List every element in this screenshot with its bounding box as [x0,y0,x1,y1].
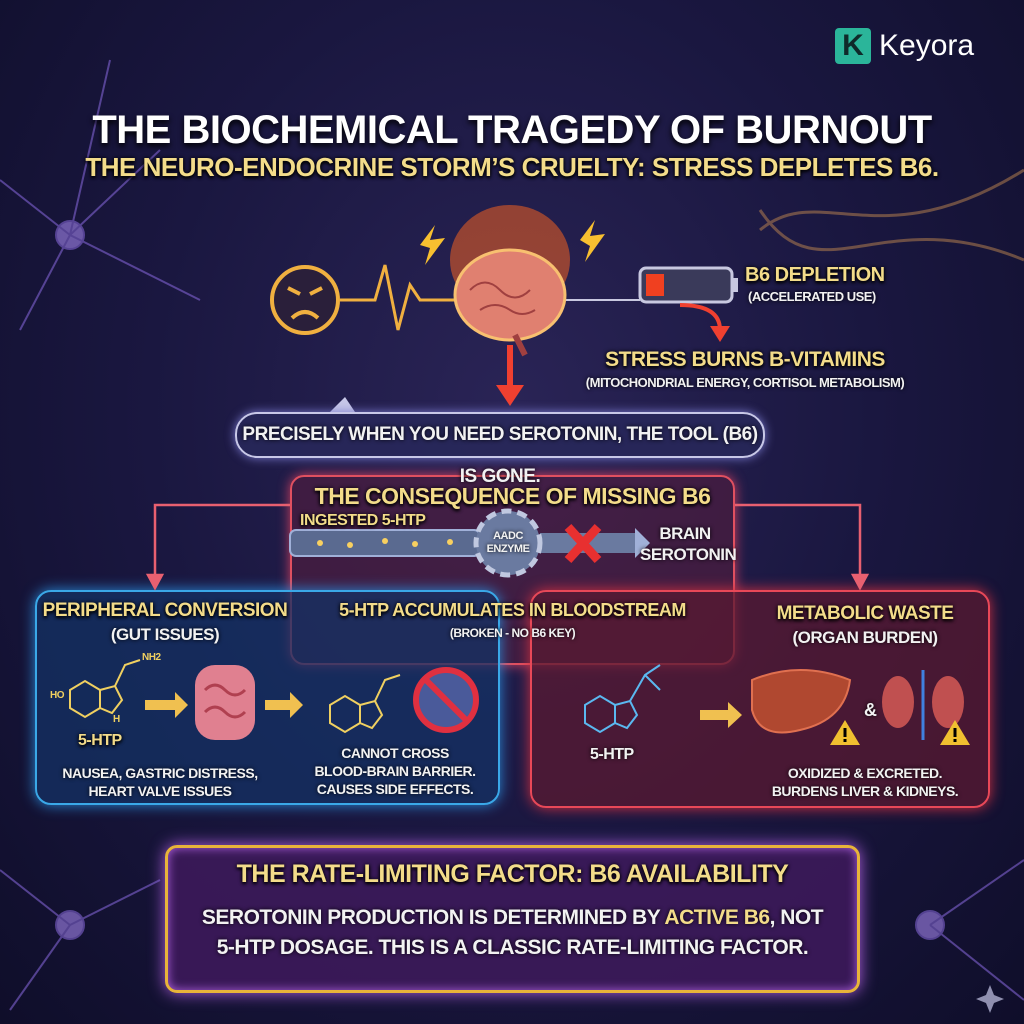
logo-mark: K [835,28,871,64]
logo: K Keyora [835,28,974,64]
blocked-x-icon [564,523,602,564]
accumulates-label: 5-HTP Accumulates in Bloodstream [339,600,686,620]
ingested-label: Ingested 5-HTP [300,512,426,529]
chem-h: H [113,714,120,725]
arrow-right-icon [700,702,742,728]
molecule-5htp-icon [584,664,661,734]
molecule-5htp-icon [69,659,141,719]
broken-label: (Broken - No B6 Key) [449,626,576,640]
page-title: The Biochemical Tragedy of Burnout [92,108,932,152]
enzyme-line: AADC [493,530,523,542]
lightning-icon [420,225,445,265]
rate-line: 5-HTP dosage. This is a classic rate-lim… [216,936,809,959]
peripheral-title: Peripheral Conversion [42,600,288,621]
logo-text: Keyora [879,29,975,62]
speech-bubble: Precisely when you need serotonin, the t… [235,412,765,487]
barrier-line: Causes Side Effects. [316,781,474,797]
neuron-icon [0,59,1024,1011]
rate-text: , not [769,906,824,929]
dna-helix-icon [758,168,1024,262]
symptoms-text: Nausea, Gastric Distress, Heart Valve Iss… [45,764,275,800]
molecule-label: 5-HTP [590,746,634,763]
chem-nh2: NH2 [142,652,161,663]
metabolic-subtitle: (Organ Burden) [792,628,938,647]
rate-highlight: Active B6 [664,906,770,929]
arrow-right-icon [145,692,188,718]
barrier-line: Blood-Brain Barrier. [314,763,476,779]
consequence-title: The Consequence of Missing B6 [314,483,711,509]
page-subtitle: The Neuro-Endocrine Storm’s Cruelty: Str… [85,152,939,182]
molecule-label: 5-HTP [78,732,122,749]
peripheral-subtitle: (Gut Issues) [110,625,220,644]
arrow-right-icon [265,692,303,718]
warning-icon [940,720,970,745]
brain-serotonin-label: BrainSerotonin [640,523,737,565]
liver-icon [751,669,852,734]
depletion-label: B6 Depletion [745,264,885,286]
rate-text: Serotonin production is determined by [201,906,665,929]
lightning-icon [580,220,605,262]
low-battery-icon [638,266,738,304]
no-brain-icon [413,667,479,733]
heartbeat-line-icon [340,264,465,331]
burns-sub: (Mitochondrial Energy, Cortisol Metaboli… [585,375,905,390]
sparkle-icon [976,985,1004,1013]
burns-label: Stress Burns B-Vitamins [605,348,885,371]
depletion-sub: (Accelerated Use) [748,289,876,304]
brain-on-fire-icon [450,205,570,357]
aadc-gear-icon [473,508,543,578]
target-line: Serotonin [640,545,737,564]
warning-icon [830,720,860,745]
pipe-icon [289,528,650,558]
metabolic-title: Metabolic Waste [776,603,954,624]
enzyme-label: AADCEnzyme [478,530,538,556]
symptoms-line: Heart Valve Issues [88,783,232,799]
enzyme-line: Enzyme [486,543,530,555]
rate-limiting-title: The Rate-Limiting Factor: B6 Availabilit… [236,860,789,888]
molecule-serotonin-icon [329,674,401,734]
angry-face-icon [270,265,340,335]
chem-ho: HO [50,690,65,701]
barrier-text: Cannot CrossBlood-Brain Barrier. Causes S… [295,744,495,798]
symptoms-line: Nausea, Gastric Distress, [62,765,258,781]
barrier-line: Cannot Cross [341,745,449,761]
result-line: Oxidized & Excreted. [787,765,943,781]
target-line: Brain [659,524,711,543]
arrow-down-icon [496,345,524,406]
kidneys-icon [882,670,964,740]
result-line: Burdens Liver & Kidneys. [771,783,959,799]
result-text: Oxidized & Excreted. Burdens Liver & Kidn… [740,764,990,800]
rate-limiting-panel [165,845,860,993]
rate-limiting-text: Serotonin production is determined by Ac… [165,903,860,963]
ampersand: & [864,700,877,720]
rate-line: Serotonin production is determined by Ac… [165,903,860,933]
intestine-icon [195,665,255,740]
connector-lines [145,503,870,591]
